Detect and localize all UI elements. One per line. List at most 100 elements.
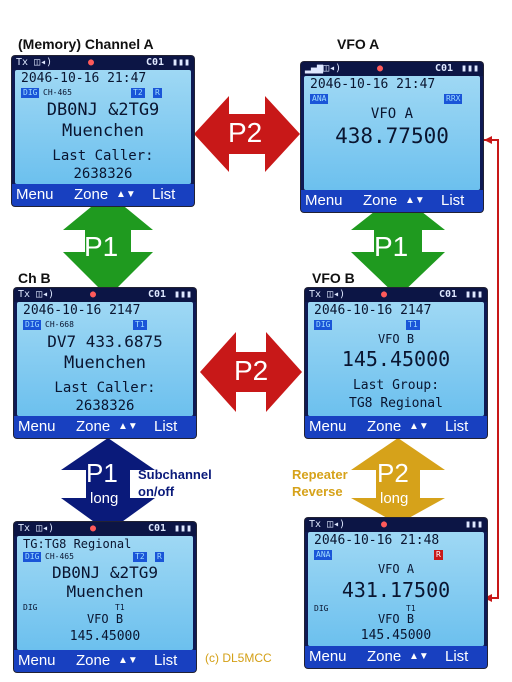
- frequency: 438.77500: [335, 124, 449, 148]
- screen-ch-b: Tx ◫◂)●C01▮▮▮ 2046-10-16 2147 DIG CH-668…: [14, 288, 196, 438]
- softkey-zone[interactable]: Zone: [363, 192, 398, 209]
- updown-icon: ▲▼: [118, 655, 138, 666]
- p2-top-label: P2: [228, 117, 263, 148]
- softkey-menu[interactable]: Menu: [16, 186, 54, 203]
- vfo-label: VFO A: [377, 562, 415, 576]
- r-tag: R: [153, 88, 162, 98]
- mode-tag-secondary: DIG: [23, 603, 38, 612]
- p1-long-arrow: [61, 438, 155, 532]
- last-group-label: Last Group:: [352, 378, 440, 393]
- mode-tag: ANA: [310, 94, 329, 104]
- channel-code: C01: [147, 289, 166, 300]
- label-vfo-a: VFO A: [337, 36, 380, 52]
- copyright: (c) DL5MCC: [205, 651, 272, 665]
- updown-icon: ▲▼: [118, 421, 138, 432]
- updown-icon: ▲▼: [405, 195, 425, 206]
- channel-name: DV7 433.6875: [47, 332, 163, 351]
- vfo-b-label: VFO B: [377, 612, 415, 626]
- p1-left-label: P1: [84, 231, 119, 262]
- datetime: 2046-10-16 21:47: [310, 77, 436, 92]
- channel-name: DB0NJ &2TG9: [46, 100, 160, 120]
- antenna-icon: Tx ◫◂): [309, 519, 346, 530]
- last-caller-label: Last Caller:: [52, 148, 154, 164]
- channel-tag: CH-465: [45, 552, 74, 561]
- softkey-list[interactable]: List: [445, 418, 469, 435]
- channel-tag: CH-668: [45, 320, 74, 329]
- softkey-menu[interactable]: Menu: [18, 418, 56, 435]
- softkey-zone[interactable]: Zone: [367, 648, 402, 665]
- softkey-zone[interactable]: Zone: [76, 652, 111, 669]
- screen-vfo-a: ▂▄▆◫◂)●C01▮▮▮ 2046-10-16 21:47 ANA RRX V…: [301, 62, 483, 212]
- channel-code: C01: [147, 523, 166, 534]
- battery-icon: ▮▮▮: [173, 289, 192, 300]
- antenna-icon: Tx ◫◂): [18, 289, 55, 300]
- channel-code: C01: [438, 289, 457, 300]
- mic-icon: ●: [88, 57, 95, 68]
- softkey-menu[interactable]: Menu: [309, 418, 347, 435]
- mode-tag: ANA: [314, 550, 333, 560]
- datetime: 2046-10-16 2147: [314, 303, 432, 318]
- mode-tag: DIG: [23, 320, 42, 330]
- timeslot-tag-secondary: T1: [406, 604, 416, 613]
- p2-long-label: P2: [377, 458, 409, 488]
- updown-icon: ▲▼: [409, 651, 429, 662]
- softkey-zone[interactable]: Zone: [367, 418, 402, 435]
- timeslot-tag: T1: [133, 320, 147, 330]
- updown-icon: ▲▼: [409, 421, 429, 432]
- last-caller-label: Last Caller:: [54, 380, 156, 396]
- softkey-list[interactable]: List: [154, 652, 178, 669]
- battery-icon: ▮▮▮: [464, 519, 483, 530]
- mic-icon: ●: [381, 519, 388, 530]
- mode-tag-secondary: DIG: [314, 604, 329, 613]
- frequency: 145.45000: [341, 347, 451, 371]
- timeslot-tag: T2: [133, 552, 147, 562]
- rx-tag: RRX: [444, 94, 463, 104]
- mode-tag: DIG: [23, 552, 42, 562]
- p1-long-sub: long: [90, 490, 119, 507]
- channel-tag: CH-465: [43, 88, 72, 97]
- softkey-menu[interactable]: Menu: [309, 648, 347, 665]
- softkey-list[interactable]: List: [154, 418, 178, 435]
- talkgroup: TG:TG8 Regional: [23, 537, 132, 551]
- p2-middle-label: P2: [234, 355, 269, 386]
- datetime: 2046-10-16 21:48: [314, 533, 440, 548]
- antenna-icon: Tx ◫◂): [309, 289, 346, 300]
- mode-tag: DIG: [314, 320, 333, 330]
- vfo-label: VFO B: [86, 612, 124, 626]
- timeslot-tag-secondary: T1: [115, 603, 125, 612]
- battery-icon: ▮▮▮: [173, 523, 192, 534]
- label-vfo-b: VFO B: [312, 270, 355, 286]
- vfo-b-frequency: 145.45000: [360, 628, 432, 643]
- last-caller-id: 2638326: [75, 398, 135, 414]
- softkey-list[interactable]: List: [152, 186, 176, 203]
- channel-code: C01: [145, 57, 164, 68]
- softkey-list[interactable]: List: [441, 192, 465, 209]
- frequency: 431.17500: [341, 578, 451, 602]
- battery-icon: ▮▮▮: [171, 57, 190, 68]
- screen-memory-channel-a: Tx ◫◂)●C01▮▮▮ 2046-10-16 21:47 DIG CH-46…: [12, 56, 194, 206]
- p1-right-label: P1: [374, 231, 409, 262]
- channel-code: C01: [434, 63, 453, 74]
- location: Muenchen: [62, 121, 144, 141]
- screen-vfo-b: Tx ◫◂)●C01▮▮▮ 2046-10-16 2147 DIG T1 VFO…: [305, 288, 487, 438]
- softkey-menu[interactable]: Menu: [18, 652, 56, 669]
- p2-long-arrow: [351, 438, 445, 524]
- screen-repeater-reverse: Tx ◫◂)●▮▮▮ 2046-10-16 21:48 ANA R VFO A …: [305, 518, 487, 668]
- antenna-icon: Tx ◫◂): [16, 57, 53, 68]
- vfo-label: VFO B: [377, 332, 415, 346]
- channel-name: DB0NJ &2TG9: [52, 563, 158, 582]
- p1-long-label: P1: [86, 458, 118, 488]
- softkey-menu[interactable]: Menu: [305, 192, 343, 209]
- r-tag: R: [155, 552, 164, 562]
- softkey-list[interactable]: List: [445, 648, 469, 665]
- timeslot-tag: T2: [131, 88, 145, 98]
- battery-icon: ▮▮▮: [464, 289, 483, 300]
- repeater-note: Repeater Reverse: [292, 467, 348, 499]
- label-ch-b: Ch B: [18, 270, 51, 286]
- p2-long-sub: long: [380, 490, 409, 507]
- p2-arrow-top: [194, 96, 300, 172]
- softkey-zone[interactable]: Zone: [76, 418, 111, 435]
- softkey-zone[interactable]: Zone: [74, 186, 109, 203]
- mic-icon: ●: [381, 289, 388, 300]
